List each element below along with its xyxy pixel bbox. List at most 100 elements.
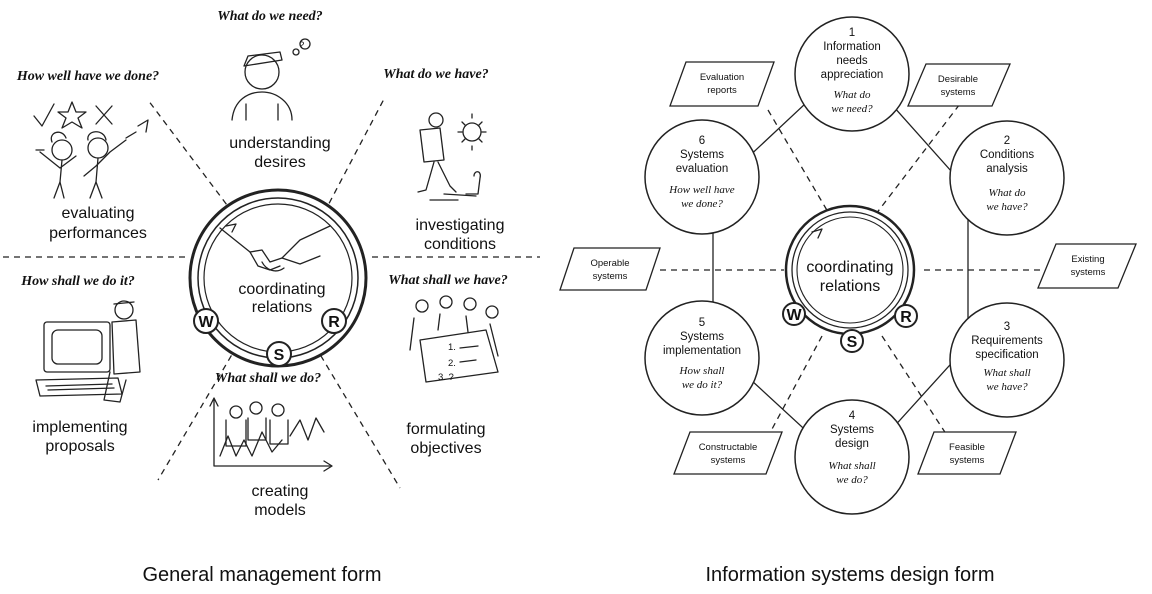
stage-label-done-2: performances <box>49 225 147 242</box>
stage-title: Systems <box>680 149 724 161</box>
stage-node-4: 4 Systems design What shall we do? <box>794 399 910 515</box>
stage-node-3: 3 Requirements specification What shall … <box>949 302 1065 418</box>
stage-question: How shall <box>679 365 725 377</box>
question-need: What do we need? <box>217 9 322 24</box>
caption-right: Information systems design form <box>706 564 995 586</box>
inner-ring <box>791 211 909 329</box>
svg-text:systems: systems <box>950 455 985 466</box>
outer-ring <box>188 188 368 368</box>
stage-label-need-2: desires <box>254 154 306 171</box>
question-doit: How shall we do it? <box>20 274 135 289</box>
divider-line <box>875 95 967 215</box>
badge-s: S <box>840 329 864 353</box>
stage-label-need-1: understanding <box>229 135 330 152</box>
svg-text:R: R <box>900 309 912 326</box>
stage-title: analysis <box>986 163 1028 175</box>
stage-label-have-1: investigating <box>416 217 505 234</box>
stage-label-shalldo-1: creating <box>252 483 309 500</box>
svg-text:Evaluation: Evaluation <box>700 72 744 83</box>
sketch-mark: 1. <box>448 342 456 353</box>
center-label-line1: coordinating <box>806 259 893 276</box>
stage-label-have-2: conditions <box>424 236 496 253</box>
question-have: What do we have? <box>383 67 488 82</box>
handshake-icon <box>219 225 331 272</box>
stage-question: What shall <box>983 367 1030 379</box>
information-systems-diagram: coordinating relations W S R 1 Informati… <box>559 16 1137 586</box>
svg-text:reports: reports <box>707 85 737 96</box>
badge-r: R <box>321 308 347 334</box>
thinking-person-icon: ? <box>231 38 311 121</box>
output-feasible-systems: Feasible systems <box>917 431 1017 475</box>
svg-text:R: R <box>328 314 340 331</box>
computer-user-icon <box>35 300 141 403</box>
output-operable-systems: Operable systems <box>559 247 661 291</box>
question-shalldo: What shall we do? <box>215 371 321 386</box>
badge-r: R <box>894 304 918 328</box>
output-existing-systems: Existing systems <box>1037 243 1137 289</box>
stage-title: evaluation <box>676 163 728 175</box>
svg-text:systems: systems <box>593 271 628 282</box>
stage-question: How well have <box>668 184 734 196</box>
stage-title: Conditions <box>980 149 1035 161</box>
stage-question: we do it? <box>682 379 723 391</box>
stage-title: Requirements <box>971 335 1043 347</box>
stage-number: 6 <box>699 135 705 147</box>
svg-text:S: S <box>847 334 858 351</box>
divider-line <box>767 109 829 213</box>
model-chart-icon <box>209 397 333 472</box>
stage-number: 4 <box>849 410 856 422</box>
stage-number: 1 <box>849 27 855 39</box>
arrowhead <box>811 228 823 239</box>
svg-text:?: ? <box>299 40 304 51</box>
center-label-line2: relations <box>820 278 880 295</box>
stage-title: Systems <box>680 331 724 343</box>
stage-label-shallhave-2: objectives <box>410 440 481 457</box>
output-constructable-systems: Constructable systems <box>673 431 783 475</box>
svg-text:Desirable: Desirable <box>938 74 978 85</box>
stage-question: What shall <box>828 460 875 472</box>
arrowhead <box>225 223 237 233</box>
question-shallhave: What shall we have? <box>388 273 507 288</box>
sketch-mark: 2. <box>448 358 456 369</box>
stage-number: 5 <box>699 317 705 329</box>
stage-question: we have? <box>986 201 1028 213</box>
stage-question: What do <box>834 89 871 101</box>
stage-question: we done? <box>681 198 723 210</box>
svg-text:systems: systems <box>1071 267 1106 278</box>
stage-number: 3 <box>1004 321 1010 333</box>
stage-question: What do <box>989 187 1026 199</box>
hiker-sun-icon <box>417 112 487 201</box>
svg-text:S: S <box>274 347 285 364</box>
stage-question: we need? <box>831 103 873 115</box>
stage-node-1: 1 Information needs appreciation What do… <box>794 16 910 132</box>
svg-text:Feasible: Feasible <box>949 442 985 453</box>
stage-label-doit-2: proposals <box>45 438 114 455</box>
center-label-line2: relations <box>252 299 312 316</box>
svg-text:systems: systems <box>941 87 976 98</box>
svg-text:W: W <box>198 314 214 331</box>
stage-label-shallhave-1: formulating <box>406 421 485 438</box>
divider-line <box>147 99 234 214</box>
stage-title: design <box>835 438 869 450</box>
output-evaluation-reports: Evaluation reports <box>669 61 775 107</box>
divider-line <box>314 345 401 489</box>
stage-title: Systems <box>830 424 874 436</box>
stage-node-5: 5 Systems implementation How shall we do… <box>644 300 760 416</box>
cheering-people-icon <box>33 101 149 199</box>
divider-line <box>157 345 238 481</box>
stage-label-doit-1: implementing <box>32 419 127 436</box>
general-management-diagram: coordinating relations W S R What do we … <box>0 9 540 586</box>
svg-text:Constructable: Constructable <box>699 442 758 453</box>
stage-number: 2 <box>1004 135 1010 147</box>
stage-question: we do? <box>836 474 868 486</box>
center-label-line1: coordinating <box>238 281 325 298</box>
divider-line <box>323 98 385 214</box>
caption-left: General management form <box>142 564 381 586</box>
stage-label-done-1: evaluating <box>62 205 135 222</box>
output-desirable-systems: Desirable systems <box>907 63 1011 107</box>
question-done: How well have we done? <box>16 69 159 84</box>
svg-text:Operable: Operable <box>590 258 629 269</box>
badge-w: W <box>782 302 806 326</box>
badge-s: S <box>266 341 292 367</box>
